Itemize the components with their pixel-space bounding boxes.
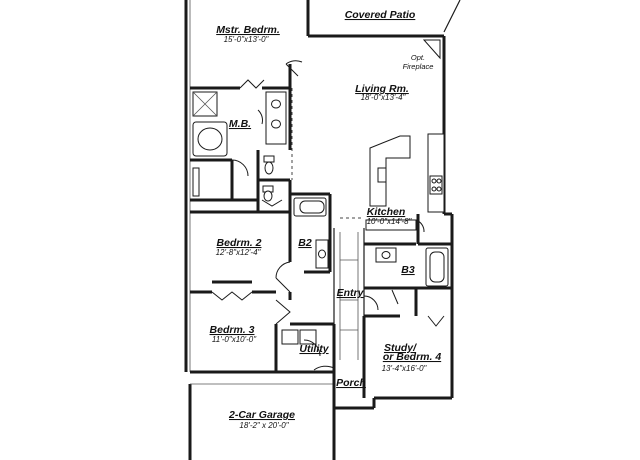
room-name-entry: Entry (337, 287, 365, 299)
b2-tub-basin (299, 200, 325, 214)
sink-icon (271, 119, 281, 129)
burner-icon (436, 186, 442, 192)
room-dims-garage: 18'-2" x 20'-0" (239, 421, 289, 430)
sink-icon (271, 99, 281, 109)
room-labels: Covered Patio Mstr. Bedrm. 15'-0"x13'-0"… (210, 9, 442, 430)
room-dims-master-bedroom: 15'-0"x13'-0" (224, 35, 270, 44)
toilet-tank (263, 155, 275, 163)
fireplace-icon (422, 39, 441, 60)
door-icon (261, 199, 283, 207)
kitchen-counter (427, 133, 445, 213)
kitchen-sink (377, 167, 387, 183)
sink-icon (381, 251, 391, 259)
interior-walls (190, 64, 452, 408)
shower-mark-b (192, 91, 218, 117)
dryer (299, 329, 317, 345)
closet-shelf (192, 167, 200, 197)
master-vanity (265, 91, 287, 145)
patio-edge (443, 0, 461, 33)
doors (211, 60, 445, 371)
room-name-covered-patio: Covered Patio (345, 9, 416, 21)
burner-icon (436, 178, 442, 184)
kitchen-lower-counter (365, 219, 417, 231)
room-dims-bedroom-3: 11'-0"x10'-0" (212, 335, 257, 344)
room-name-study: Study/ (384, 342, 417, 354)
fixtures (192, 39, 449, 373)
tub-basin (197, 127, 223, 151)
room-name-master-bath: M.B. (229, 118, 251, 130)
toilet-icon (264, 161, 274, 175)
room-name-bedroom-3: Bedrm. 3 (210, 324, 255, 336)
door-icon (313, 365, 335, 371)
room-name-porch: Porch (336, 377, 366, 389)
kitchen-island (369, 135, 411, 207)
door-icon (231, 159, 249, 177)
room-name-living-room: Living Rm. (355, 83, 409, 95)
b3-tub-basin (429, 251, 445, 283)
door-icon (303, 339, 321, 357)
room-name-utility: Utility (299, 343, 329, 355)
room-name-bath-3: B3 (401, 264, 415, 276)
room-name-bedroom-2: Bedrm. 2 (217, 237, 262, 249)
room-name-garage: 2-Car Garage (228, 409, 295, 421)
range (429, 175, 443, 195)
door-icon (363, 295, 379, 311)
room-name-master-bedroom: Mstr. Bedrm. (216, 24, 280, 36)
door-icon (285, 60, 303, 77)
burner-icon (431, 178, 437, 184)
washer (281, 329, 299, 345)
door-icon (211, 291, 253, 301)
door-icon (391, 289, 399, 305)
toilet-icon (263, 190, 273, 202)
burner-icon (431, 186, 437, 192)
sink-icon (318, 249, 326, 259)
door-icon (275, 261, 291, 293)
room-dims-bedroom-2: 12'-8"x12'-4" (216, 248, 262, 257)
room-dims-kitchen: 10'-0"x14'-8" (367, 217, 413, 226)
door-icon (415, 219, 425, 233)
room-name-kitchen: Kitchen (367, 206, 406, 218)
room-dims-living-room: 18'-0"x13'-4" (361, 93, 407, 102)
room-name-study-line2: or Bedrm. 4 (383, 351, 442, 363)
room-dims-study: 13'-4"x16'-0" (382, 364, 428, 373)
door-icon (257, 109, 263, 125)
fireplace-note-line2: Fireplace (403, 62, 434, 71)
room-name-bath-2: B2 (298, 237, 312, 249)
door-icon (275, 299, 291, 325)
fireplace-note-line1: Opt. (411, 53, 425, 62)
door-icon (239, 79, 265, 89)
door-icon (427, 315, 445, 327)
